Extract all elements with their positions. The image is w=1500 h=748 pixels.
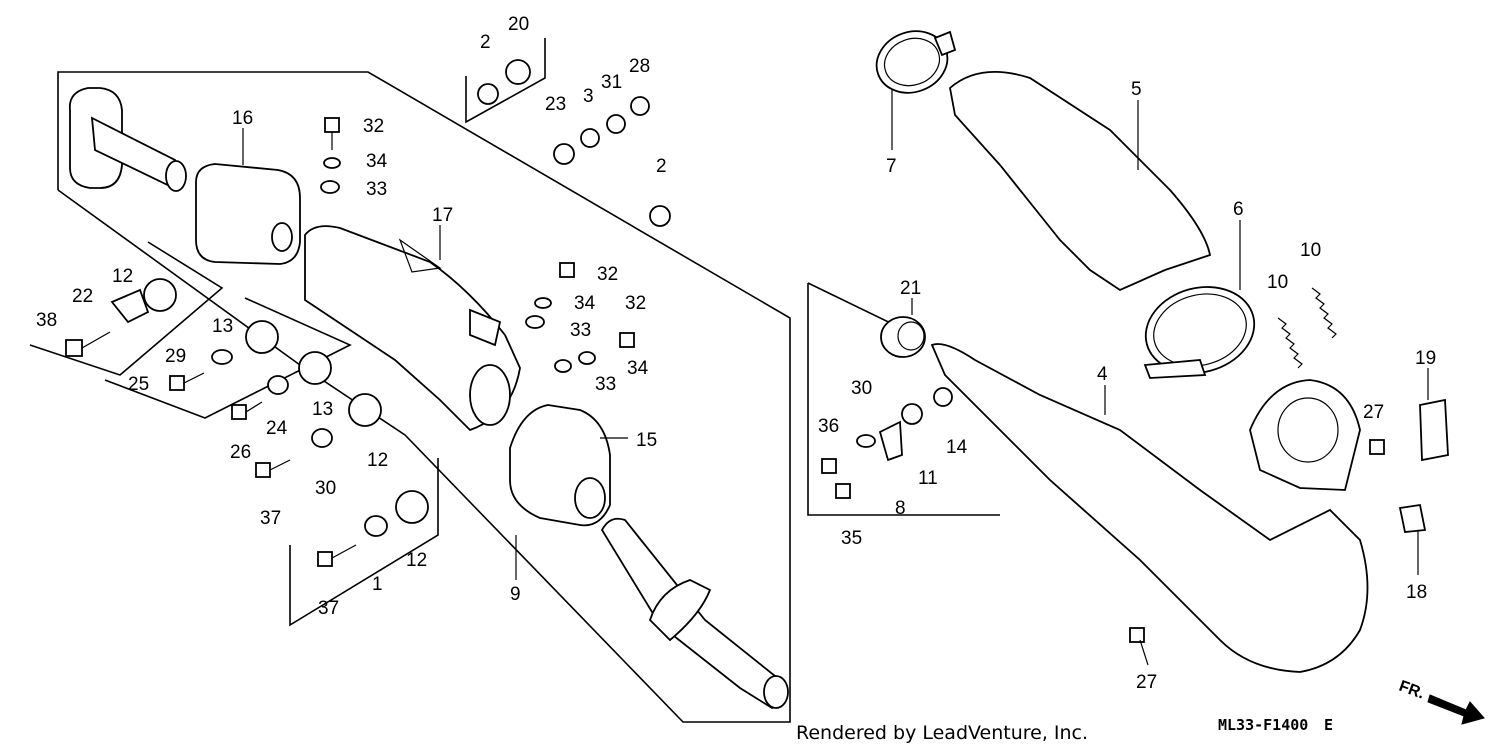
label-3: 3 <box>583 86 594 107</box>
direction-label: FR. <box>1397 678 1427 703</box>
label-18: 18 <box>1406 582 1427 603</box>
label-4: 4 <box>1097 364 1108 385</box>
label-14: 14 <box>946 437 968 458</box>
label-13: 13 <box>312 399 333 420</box>
label-37: 37 <box>318 598 339 619</box>
label-37: 37 <box>260 508 281 529</box>
label-34: 34 <box>366 151 388 172</box>
leader-lines <box>242 90 1429 666</box>
label-11: 11 <box>918 468 938 489</box>
label-20: 20 <box>508 14 529 35</box>
label-5: 5 <box>1131 79 1142 100</box>
label-36: 36 <box>818 416 839 437</box>
label-6: 6 <box>1233 199 1244 220</box>
label-17: 17 <box>432 205 453 226</box>
muffler-body-17 <box>304 225 521 432</box>
label-13: 13 <box>212 316 233 337</box>
label-33: 33 <box>570 320 591 341</box>
label-23: 23 <box>545 94 566 115</box>
silencer-packing-16 <box>195 163 301 265</box>
label-34: 34 <box>627 358 649 379</box>
silencer-packing-15 <box>509 404 611 527</box>
part-labels: 1 2 2 3 4 5 6 7 8 9 10 10 11 12 12 12 13… <box>36 14 1436 693</box>
label-28: 28 <box>629 56 650 77</box>
label-26: 26 <box>230 442 251 463</box>
label-33: 33 <box>366 179 387 200</box>
heat-guard-5 <box>949 71 1212 292</box>
label-1: 1 <box>372 574 383 595</box>
diagram-code-suffix: E <box>1324 716 1333 734</box>
seal-21 <box>880 316 926 358</box>
credit-text: Rendered by LeadVenture, Inc. <box>796 722 1088 744</box>
label-12: 12 <box>406 550 427 571</box>
label-10: 10 <box>1267 272 1288 293</box>
label-19: 19 <box>1415 348 1436 369</box>
label-7: 7 <box>886 156 897 177</box>
end-cap-pipe <box>68 87 187 192</box>
label-2: 2 <box>480 32 491 53</box>
label-38: 38 <box>36 310 57 331</box>
label-2: 2 <box>656 156 667 177</box>
label-30: 30 <box>315 478 336 499</box>
label-27: 27 <box>1136 672 1157 693</box>
diagram-code: ML33-F1400 <box>1218 716 1308 734</box>
label-25: 25 <box>128 374 149 395</box>
band-clamp-6 <box>1143 286 1256 379</box>
label-34: 34 <box>574 293 596 314</box>
label-12: 12 <box>112 266 133 287</box>
hardware <box>65 59 671 567</box>
label-24: 24 <box>266 418 288 439</box>
label-10: 10 <box>1300 240 1321 261</box>
pipe-hardware <box>821 387 1449 643</box>
label-8: 8 <box>895 498 906 519</box>
expansion-chamber-4 <box>930 343 1369 673</box>
group-lines <box>29 38 1000 723</box>
label-32: 32 <box>597 264 618 285</box>
label-32: 32 <box>625 293 646 314</box>
label-35: 35 <box>841 528 862 549</box>
springs-10 <box>1277 287 1337 369</box>
label-12: 12 <box>367 450 388 471</box>
label-33: 33 <box>595 374 616 395</box>
tail-pipe-9 <box>600 517 789 710</box>
label-27: 27 <box>1363 402 1384 423</box>
label-32: 32 <box>363 116 384 137</box>
label-16: 16 <box>232 108 253 129</box>
label-21: 21 <box>900 278 921 299</box>
label-31: 31 <box>601 72 622 93</box>
label-30: 30 <box>851 378 872 399</box>
label-29: 29 <box>165 346 186 367</box>
band-clamp-7 <box>875 30 957 94</box>
label-15: 15 <box>636 430 657 451</box>
label-22: 22 <box>72 286 93 307</box>
front-direction-arrow: FR. <box>1397 678 1485 725</box>
label-9: 9 <box>510 584 521 605</box>
